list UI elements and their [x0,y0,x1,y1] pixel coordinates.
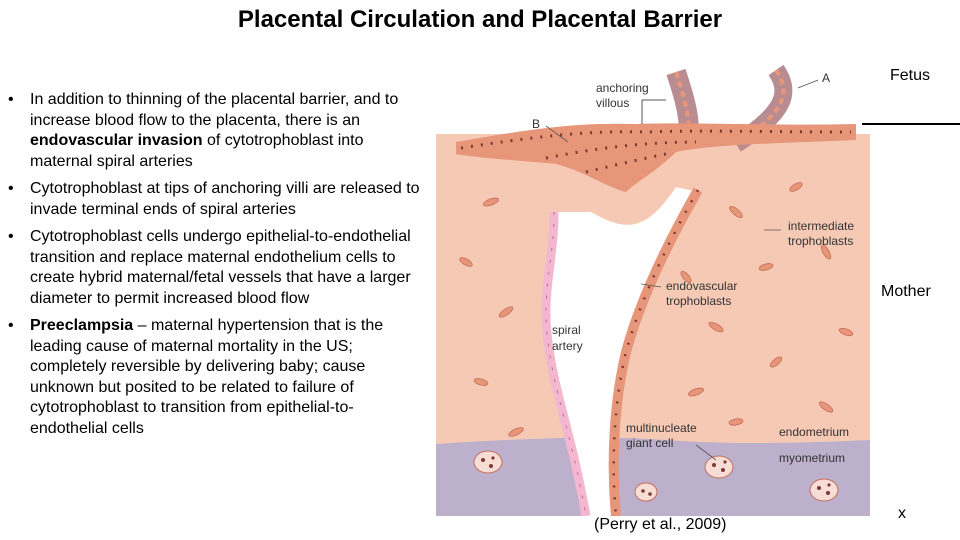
spiral-artery-wall [541,211,591,516]
label-endovascular: endovascular [666,279,737,293]
fetus-label: Fetus [890,67,931,84]
bullet-icon: • [8,317,14,334]
label-anchoring: anchoring [596,81,649,95]
anchoring-bracket [641,99,666,124]
placenta-illustration: anchoring villous A B intermediate troph… [436,62,870,516]
label-endovascular-trophoblasts: trophoblasts [666,294,731,308]
bullet-icon: • [8,180,14,197]
mother-label: Mother [881,283,931,300]
label-artery: artery [552,339,583,353]
label-multinucleate: multinucleate [626,421,697,435]
intermediate-trophoblasts [459,182,854,437]
label-villous: villous [596,96,629,110]
bullet-icon: • [8,91,14,108]
label-b: B [532,117,540,131]
bullet-item: •Cytotrophoblast cells undergo epithelia… [8,228,411,307]
bullet-list: •In addition to thinning of the placenta… [8,90,428,446]
label-spiral: spiral [552,323,581,337]
label-myometrium: myometrium [779,451,845,465]
label-intermediate-trophoblasts: trophoblasts [788,234,853,248]
citation: (Perry et al., 2009) [594,516,727,533]
x-mark: x [898,505,906,522]
label-a: A [822,71,830,85]
fetus-divider [862,123,960,125]
bullet-icon: • [8,228,14,245]
bullet-item: •Cytotrophoblast at tips of anchoring vi… [8,180,420,218]
label-endometrium: endometrium [779,425,849,439]
bullet-item: •In addition to thinning of the placenta… [8,91,399,170]
label-giant-cell: giant cell [626,436,673,450]
slide-title: Placental Circulation and Placental Barr… [237,6,723,33]
label-intermediate: intermediate [788,219,854,233]
myometrium-layer [436,437,870,516]
bullet-item: •Preeclampsia – maternal hypertension th… [8,317,384,437]
cytotrophoblast-shell [456,123,856,192]
